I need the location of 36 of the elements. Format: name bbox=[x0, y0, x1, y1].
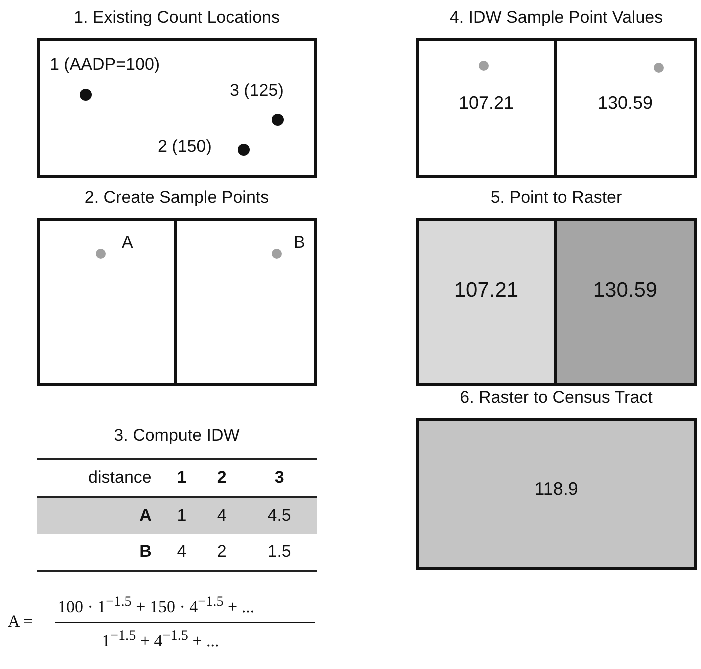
count-location-dot bbox=[80, 89, 92, 101]
value-text: 130.59 bbox=[596, 93, 654, 114]
sample-point-dot bbox=[272, 249, 282, 259]
value-text: 118.9 bbox=[534, 479, 580, 500]
table-cell: 4 bbox=[202, 497, 242, 534]
panel-title: 1. Existing Count Locations bbox=[72, 8, 281, 28]
value-text: 107.21 bbox=[453, 279, 520, 303]
panel-title: 2. Create Sample Points bbox=[84, 188, 270, 208]
table-cell: 1 bbox=[162, 497, 202, 534]
sample-point-dot bbox=[479, 61, 489, 71]
value-text: 107.21 bbox=[458, 93, 516, 114]
table-cell: B bbox=[37, 534, 162, 571]
table-cell: 4.5 bbox=[242, 497, 317, 534]
table-title: 3. Compute IDW bbox=[113, 426, 241, 446]
point-label: 3 (125) bbox=[230, 81, 284, 101]
table-cell: 2 bbox=[202, 534, 242, 571]
point-label: A bbox=[122, 233, 134, 253]
table-cell: 1.5 bbox=[242, 534, 317, 571]
formula-text: A = bbox=[8, 612, 34, 632]
point-label: 2 (150) bbox=[158, 137, 212, 157]
count-location-dot bbox=[238, 144, 250, 156]
formula-denominator: 1$^{−1.5}$ + 4$^{−1.5}$ + ... bbox=[102, 628, 220, 652]
table-cell: A bbox=[37, 497, 162, 534]
panel-title: 6. Raster to Census Tract bbox=[459, 388, 654, 408]
point-label: 1 (AADP=100) bbox=[50, 55, 160, 75]
sample-point-dot bbox=[654, 63, 664, 73]
raster-cell bbox=[557, 221, 694, 383]
table-cell: 4 bbox=[162, 534, 202, 571]
point-label: B bbox=[294, 233, 306, 253]
value-text: 130.59 bbox=[592, 279, 659, 303]
panel-title: 4. IDW Sample Point Values bbox=[448, 8, 664, 28]
panel-title: 5. Point to Raster bbox=[490, 188, 624, 208]
count-location-dot bbox=[272, 114, 284, 126]
formula-numerator: 100 · 1$^{−1.5}$ + 150 · 4$^{−1.5}$ + ... bbox=[58, 594, 255, 618]
sample-point-dot bbox=[96, 249, 106, 259]
raster-cell bbox=[419, 221, 557, 383]
